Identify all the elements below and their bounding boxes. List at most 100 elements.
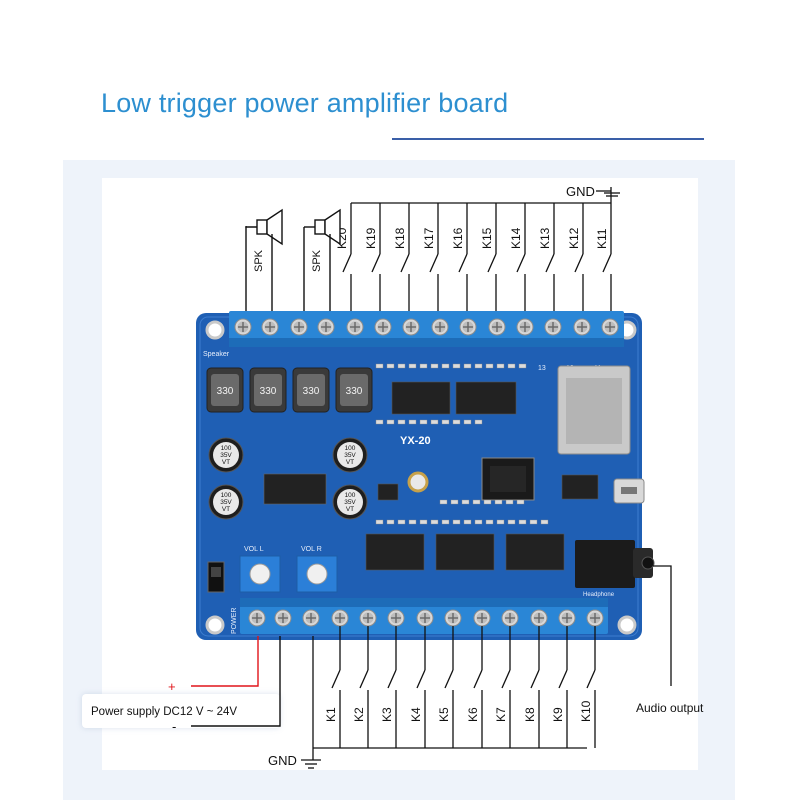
smd-resistor (430, 419, 439, 425)
inductors: 330 330 330 330 (206, 367, 373, 413)
capacitor-marking: 100 (221, 492, 232, 499)
top-common-bus (351, 196, 612, 204)
capacitor-marking: 100 (221, 445, 232, 452)
bottom-screw-10 (501, 609, 519, 627)
inductor-1: 330 (206, 367, 244, 413)
smd-resistor (397, 419, 406, 425)
speaker-1-icon (245, 208, 283, 318)
top-terminal-block (229, 311, 624, 347)
bottom-screw-2 (274, 609, 292, 627)
sd-card-slot (557, 365, 631, 455)
top-screw-8 (431, 318, 449, 336)
power-silk: POWER (231, 608, 238, 634)
inductor-3: 330 (292, 367, 330, 413)
speaker-2-label: SPK (311, 249, 323, 272)
smd-resistor (529, 519, 538, 525)
top-key-label: K19 (364, 227, 378, 249)
smd-resistor (518, 519, 527, 525)
capacitor-marking: VT (222, 506, 230, 513)
capacitor-marking: 35V (220, 499, 232, 506)
bottom-key-switch-k4 (416, 626, 426, 748)
smd-resistor (463, 363, 472, 369)
top-key-switch-k16 (458, 203, 468, 318)
power-minus-label: - (172, 719, 176, 734)
bottom-gnd-symbol (301, 748, 321, 769)
mcu-chip (481, 457, 535, 501)
bottom-key-label: K8 (523, 707, 537, 722)
bottom-screw-1 (248, 609, 266, 627)
bottom-key-label: K10 (579, 700, 593, 722)
smd-resistor (408, 363, 417, 369)
capacitor-marking: VT (346, 459, 354, 466)
smd-resistor (507, 363, 516, 369)
smd-resistor (474, 363, 483, 369)
smd-resistor (463, 419, 472, 425)
volume-potentiometers (239, 555, 338, 593)
top-screw-5 (346, 318, 364, 336)
bottom-screw-13 (586, 609, 604, 627)
smd-resistor (441, 419, 450, 425)
speaker-1-label: SPK (253, 249, 265, 272)
smd-resistor (461, 499, 470, 505)
bottom-key-label: K9 (551, 707, 565, 722)
inductor-value: 330 (303, 386, 320, 397)
smd-resistor (419, 363, 428, 369)
page-title: Low trigger power amplifier board (101, 88, 509, 118)
smd-resistor (441, 519, 450, 525)
smd-resistor (494, 499, 503, 505)
smd-resistor (408, 519, 417, 525)
bottom-key-label: K4 (409, 707, 423, 722)
smd-components (375, 363, 549, 525)
vol-r-silk: VOL R (301, 546, 322, 553)
speaker-2-icon (303, 208, 341, 318)
smd-resistor (419, 419, 428, 425)
inductor-4: 330 (335, 367, 373, 413)
smd-resistor (386, 419, 395, 425)
top-terminal-screws (234, 318, 619, 336)
smd-resistor (452, 419, 461, 425)
inductor-value: 330 (346, 386, 363, 397)
smd-resistor (496, 519, 505, 525)
smd-resistor (430, 519, 439, 525)
bottom-key-switch-k1 (331, 626, 341, 748)
smd-resistor (450, 499, 459, 505)
smd-resistor (483, 499, 492, 505)
ic-chips (365, 381, 599, 571)
power-supply-label-box (82, 694, 280, 728)
top-key-switch-k12 (574, 203, 584, 318)
smd-resistor (463, 519, 472, 525)
bottom-common-bus (312, 636, 587, 749)
capacitor-marking: 100 (345, 445, 356, 452)
bottom-key-switch-k7 (501, 626, 511, 748)
smd-resistor (485, 519, 494, 525)
pin-13-silk: 13 (538, 365, 546, 372)
smd-resistor (485, 363, 494, 369)
smd-resistor (439, 499, 448, 505)
amplifier-chip (263, 473, 327, 505)
bottom-key-switch-k3 (387, 626, 397, 748)
top-key-label: K17 (422, 227, 436, 249)
bottom-screw-9 (473, 609, 491, 627)
smd-resistor (496, 363, 505, 369)
power-switch (207, 561, 225, 593)
top-screw-12 (544, 318, 562, 336)
smd-resistor (474, 419, 483, 425)
top-screw-3 (290, 318, 308, 336)
inductor-value: 330 (260, 386, 277, 397)
smd-resistor (408, 419, 417, 425)
top-key-label: K11 (595, 228, 609, 249)
top-key-label: K13 (538, 227, 552, 249)
bottom-gnd-label: GND (268, 753, 297, 768)
top-screw-4 (317, 318, 335, 336)
bottom-key-label: K6 (466, 707, 480, 722)
smd-resistor (419, 519, 428, 525)
bottom-screw-7 (416, 609, 434, 627)
smd-resistor (452, 363, 461, 369)
top-key-label: K18 (393, 227, 407, 249)
top-key-switch-k17 (429, 203, 439, 318)
usb-port (613, 478, 645, 504)
